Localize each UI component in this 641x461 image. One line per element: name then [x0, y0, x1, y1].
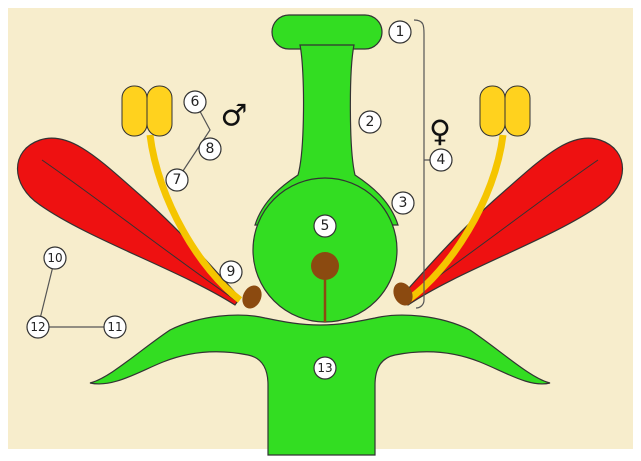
svg-text:3: 3 — [399, 195, 408, 211]
label-8: 8 — [199, 138, 221, 160]
label-12: 12 — [27, 316, 49, 338]
label-11: 11 — [104, 316, 126, 338]
label-10: 10 — [44, 247, 66, 269]
svg-text:7: 7 — [173, 172, 182, 188]
female-symbol: ♀ — [429, 115, 451, 150]
label-6: 6 — [184, 91, 206, 113]
svg-text:5: 5 — [321, 218, 330, 234]
label-3: 3 — [392, 192, 414, 214]
svg-text:12: 12 — [30, 320, 45, 334]
svg-text:1: 1 — [396, 24, 405, 40]
svg-text:9: 9 — [227, 264, 236, 280]
svg-text:6: 6 — [191, 94, 200, 110]
label-13: 13 — [314, 357, 336, 379]
svg-text:2: 2 — [366, 114, 375, 130]
svg-text:4: 4 — [437, 152, 446, 168]
label-7: 7 — [166, 169, 188, 191]
label-2: 2 — [359, 111, 381, 133]
stigma — [272, 15, 382, 49]
label-1: 1 — [389, 21, 411, 43]
label-9: 9 — [220, 261, 242, 283]
svg-text:11: 11 — [107, 320, 122, 334]
label-4: 4 — [430, 149, 452, 171]
svg-text:8: 8 — [206, 141, 215, 157]
ovule — [311, 252, 339, 280]
label-5: 5 — [314, 215, 336, 237]
male-symbol: ♂ — [221, 99, 248, 134]
svg-text:13: 13 — [317, 361, 332, 375]
svg-text:10: 10 — [47, 251, 62, 265]
